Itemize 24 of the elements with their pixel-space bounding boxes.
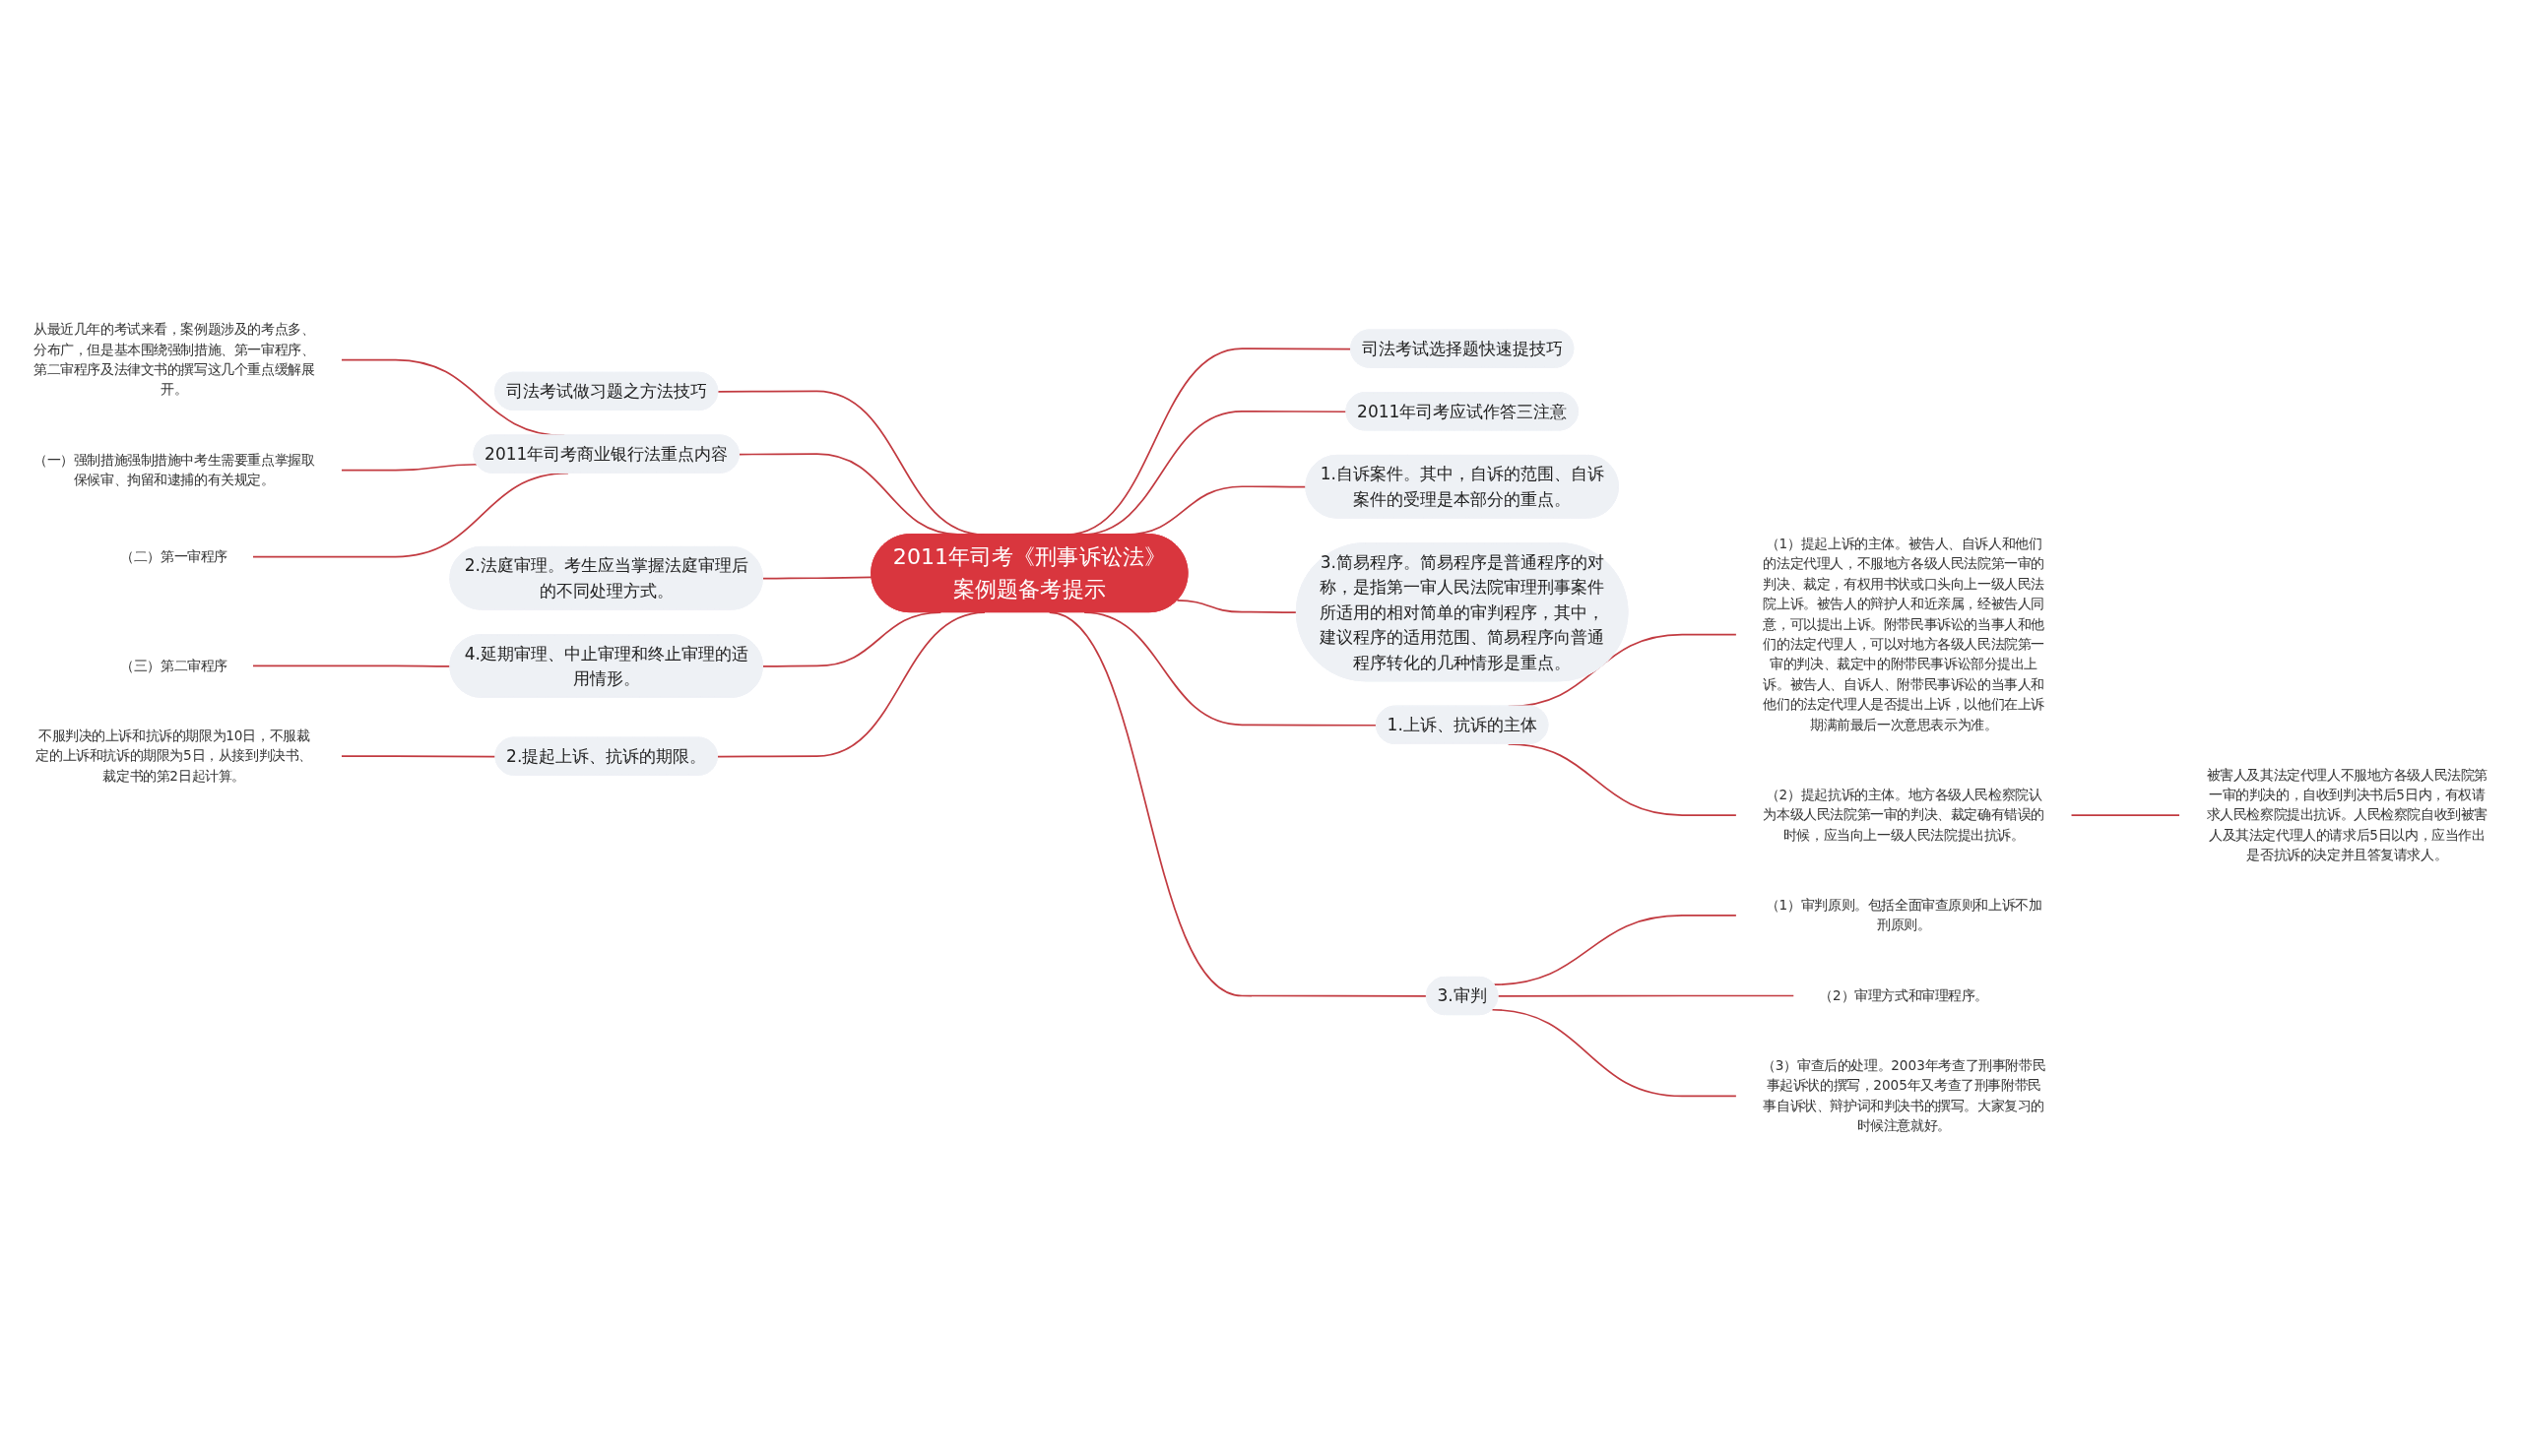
connector	[1176, 600, 1298, 613]
node-text: 从最近几年的考试来看，案例题涉及的考点多、分布广，但是基本围绕强制措施、第一审程序、第二审程序及法律文书的撰写这几个重点缓解展开。	[32, 321, 315, 398]
node-text: （2）审理方式和审理程序。	[1819, 987, 1989, 1004]
connector	[716, 611, 986, 758]
node-text: 不服判决的上诉和抗诉的期限为10日，不服裁定的上诉和抗诉的期限为5日，从接到判决书、裁定书的第2日起计算。	[35, 728, 312, 785]
node-text: （一）强制措施强制措施中考生需要重点掌握取保候审、拘留和逮捕的有关规定。	[32, 452, 315, 488]
connector	[340, 463, 479, 472]
connector	[1493, 915, 1738, 986]
node-text: （三）第二审程序	[120, 657, 228, 674]
connector	[1048, 611, 1428, 997]
connector	[340, 755, 497, 758]
connector	[761, 576, 873, 580]
node-text: （2）提起抗诉的主体。地方各级人民检察院认为本级人民法院第一审的判决、裁定确有错误的时候，应当向上一级人民法院提出抗诉。	[1763, 787, 2044, 844]
connector	[1497, 994, 1795, 997]
node-text: （3）审查后的处理。2003年考查了刑事附带民事起诉状的撰写，2005年又考查了刑事附带民事自诉状、辩护词和判决书的撰写。大家复习的时候注意就好。	[1762, 1057, 2046, 1134]
connector	[1083, 611, 1378, 727]
connector	[761, 611, 942, 667]
node-text: 被害人及其法定代理人不服地方各级人民法院第一审的判决的，自收到判决书后5日内，有权请求人民检察院提出抗诉。人民检察院自收到被害人及其法定代理人的请求后5日以内，应当作出是否抗诉的决定并且答复请求人。	[2206, 766, 2489, 863]
node-text: （二）第一审程序	[120, 548, 228, 565]
node-text: （1）提起上诉的主体。被告人、自诉人和他们的法定代理人，不服地方各级人民法院第一审的判决、裁定，有权用书状或口头向上一级人民法院上诉。被告人的辩护人和近亲属，经被告人同意，可以提出上诉。附带民事诉讼的当事人和他们的法定代理人，可以对地方各级人民法院第一审的判决、裁定中的附带民事诉讼部分提出上诉。被告人、自诉人、附带民事诉讼的当事人和他们的法定代理人是否提出上诉，以他们在上诉期满前最后一次意思表示为准。	[1763, 536, 2044, 732]
connector	[1491, 1008, 1738, 1098]
connector	[2070, 814, 2181, 816]
connector	[251, 665, 452, 667]
node-text: （1）审判原则。包括全面审查原则和上诉不加刑原则。	[1765, 897, 2042, 933]
